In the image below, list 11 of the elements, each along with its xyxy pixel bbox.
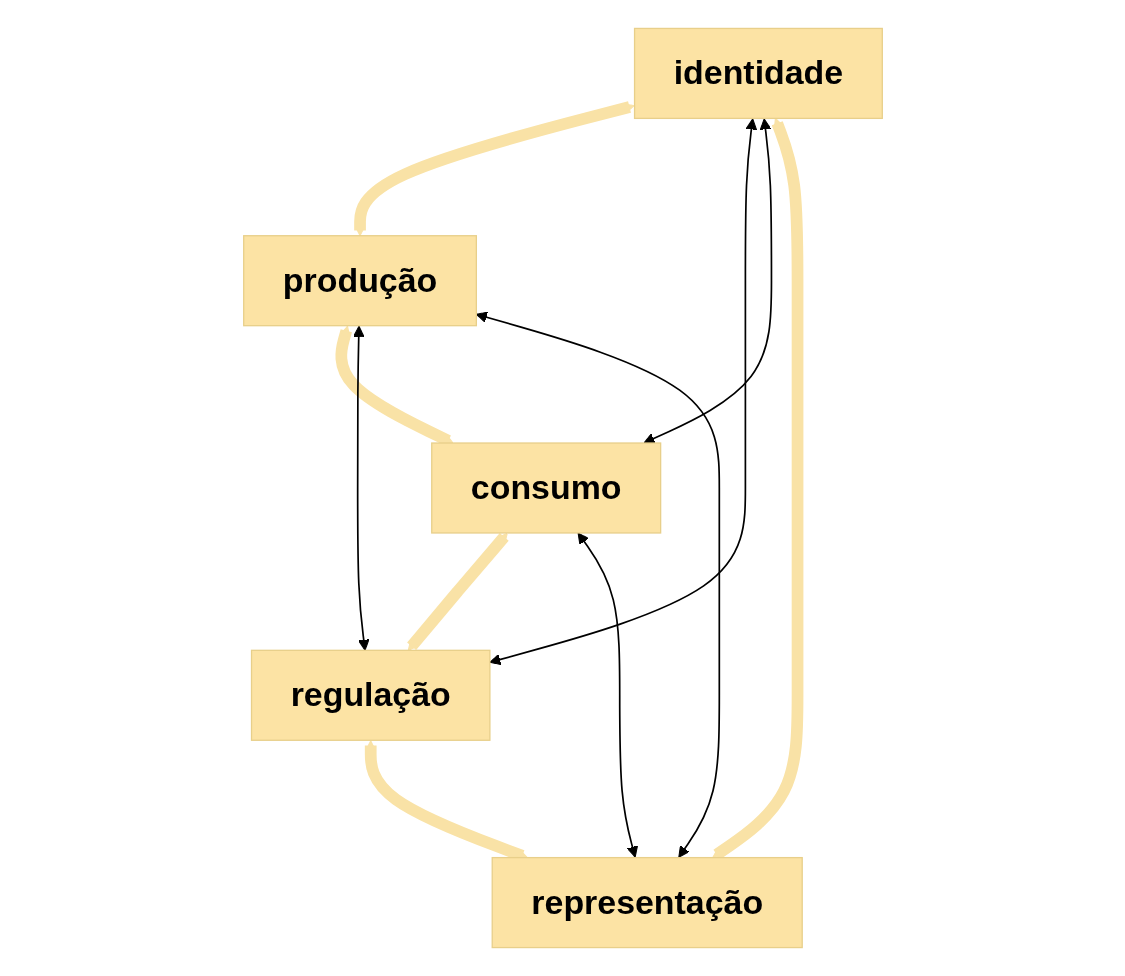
node-box: produção (242, 235, 477, 327)
node-box: consumo (430, 442, 661, 534)
arrow (353, 101, 635, 237)
arrow (577, 532, 638, 858)
node-box: regulação (250, 649, 491, 741)
arrow (642, 118, 772, 444)
node-box: representação (491, 856, 803, 949)
arrow (352, 325, 369, 651)
node-box: identidade (633, 27, 883, 120)
arrow (475, 311, 720, 858)
arrow (406, 532, 509, 651)
